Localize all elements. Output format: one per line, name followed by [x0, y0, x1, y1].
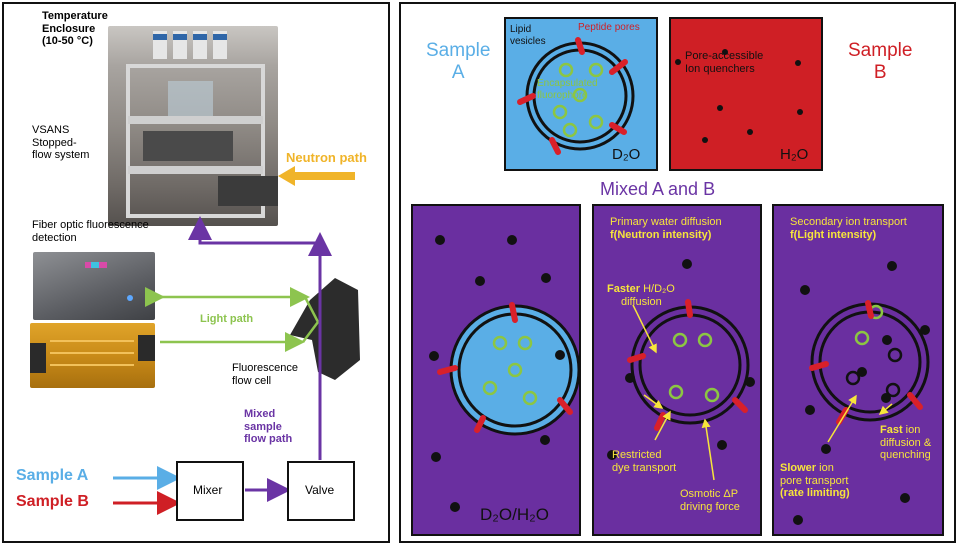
mixer-label: Mixer — [193, 483, 223, 497]
peptide-pores-label: Peptide pores — [578, 22, 640, 33]
slower-label: Slower ion pore transport (rate limiting… — [780, 462, 850, 500]
mixed-d2o-h2o-label: D₂O/H₂O — [480, 505, 549, 524]
quenchers-mixed — [429, 235, 565, 512]
fast-label: Fast ion diffusion &quenching — [880, 424, 932, 462]
valve-box — [287, 461, 355, 521]
fluorimeter-photo — [33, 252, 155, 320]
enclosure-photo — [108, 26, 278, 226]
mixed-flow-path — [188, 216, 322, 460]
light-path-label: Light path — [200, 313, 254, 325]
fluorophores-mixed — [482, 335, 538, 406]
secondary-title: Secondary ion transport f(Light intensit… — [790, 216, 907, 241]
d2o-label: D₂O — [612, 146, 641, 163]
light-source-photo — [30, 323, 155, 388]
mixed-title: Mixed A and B — [600, 179, 716, 199]
mixer-box — [176, 461, 244, 521]
setup-panel — [2, 2, 390, 543]
pores-a — [517, 37, 628, 155]
fluorophores-a — [552, 62, 604, 138]
fluorimeter-graphic — [85, 262, 133, 301]
valve-label: Valve — [305, 483, 335, 497]
primary-title: Primary water diffusion f(Neutron intens… — [610, 216, 722, 241]
sample-b-label: Sample B — [16, 493, 89, 510]
primary-diffusion-box — [592, 204, 762, 536]
pores-mixed — [437, 302, 573, 433]
neutron-path-label: Neutron path — [286, 150, 367, 165]
sample-a-label: Sample A — [16, 467, 89, 484]
h2o-label: H₂O — [780, 146, 809, 163]
faster-label: Faster H/D₂O diffusion — [607, 283, 675, 308]
light-source-graphic — [30, 335, 155, 373]
sample-b-box — [669, 17, 823, 171]
flow-cell-shape — [290, 278, 360, 380]
quenchers-b — [675, 49, 803, 143]
mechanism-panel — [399, 2, 956, 543]
